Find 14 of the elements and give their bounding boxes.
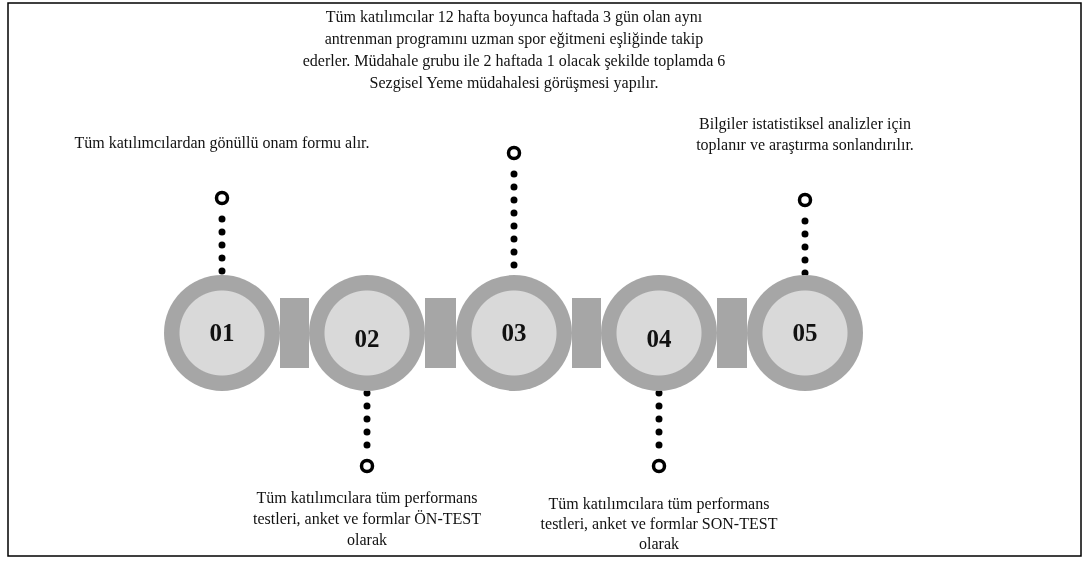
step-number: 05 [792, 319, 818, 347]
step-number: 01 [209, 319, 235, 347]
step-description: Tüm katılımcılar 12 hafta boyunca haftada 3 gün olan aynı antrenman programını uzman spor eğitmeni eşliğinde takip ederler. Müdahale grubu ile 2 haftada 1 olacak şekilde toplamda 6 Sezgisel Yeme müdahalesi görüşmesi yapılır. [301, 7, 727, 94]
step-description: Tüm katılımcılara tüm performans testleri, anket ve formlar SON-TEST olarak [539, 494, 779, 554]
connector-band [280, 298, 309, 368]
step-description: Tüm katılımcılardan gönüllü onam formu alır. [74, 133, 370, 153]
step-number: 04 [646, 325, 672, 353]
connector-band [717, 298, 747, 368]
step-description: Tüm katılımcılara tüm performans testleri, anket ve formlar ÖN-TEST olarak [252, 488, 482, 550]
step-number: 02 [354, 325, 380, 353]
connector-band [572, 298, 601, 368]
step-description: Bilgiler istatistiksel analizler için toplanır ve araştırma sonlandırılır. [695, 114, 915, 155]
connector-band [425, 298, 456, 368]
step-number: 03 [501, 319, 527, 347]
